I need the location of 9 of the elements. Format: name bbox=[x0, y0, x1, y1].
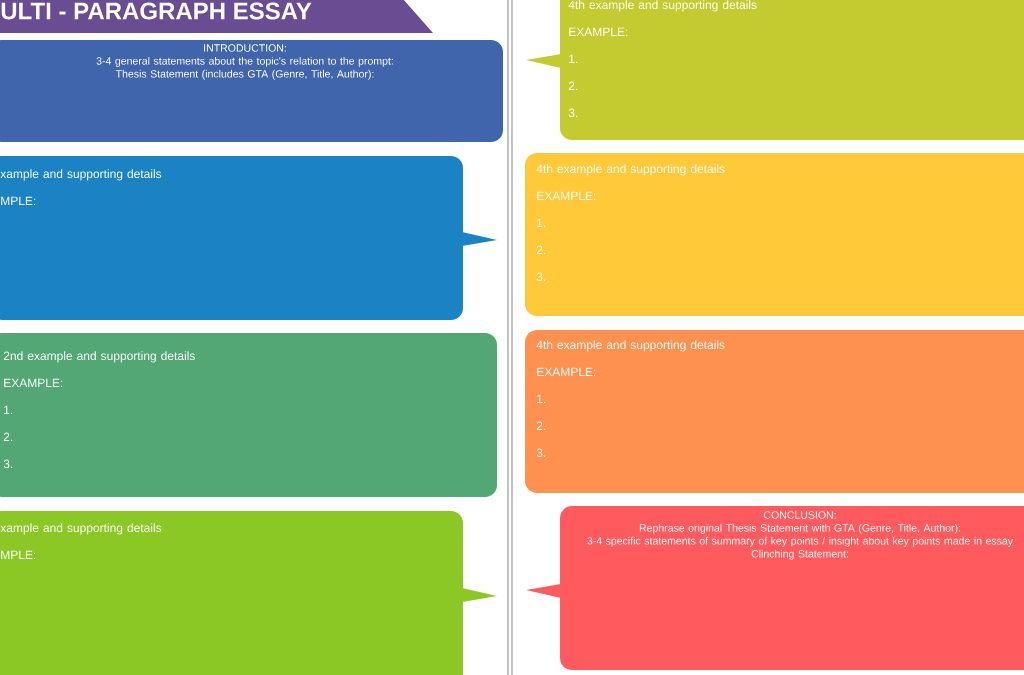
speech-bubble: xample and supporting details MPLE: bbox=[0, 511, 497, 675]
speech-bubble: 4th example and supporting details EXAMPLE: 1. 2. 3. bbox=[525, 330, 1024, 493]
speech-bubble: CONCLUSION: Rephrase original Thesis Statement with GTA (Genre, Title, Author): 3-4 specific statements of summary of key points / insight about key points made in essay Clinching Statement: bbox=[526, 506, 1024, 670]
title-banner: ULTI - PARAGRAPH ESSAY bbox=[0, 0, 433, 33]
speech-bubble: xample and supporting details MPLE: bbox=[0, 156, 497, 320]
speech-bubble: INTRODUCTION: 3-4 general statements about the topic's relation to the prompt: Thesis Statement (includes GTA (Genre, Title, Author): bbox=[0, 40, 503, 142]
speech-bubble: 4th example and supporting details EXAMPLE: 1. 2. 3. bbox=[526, 0, 1024, 140]
speech-bubble: 4th example and supporting details EXAMPLE: 1. 2. 3. bbox=[525, 153, 1024, 316]
speech-bubble: 2nd example and supporting details EXAMPLE: 1. 2. 3. bbox=[0, 333, 497, 497]
